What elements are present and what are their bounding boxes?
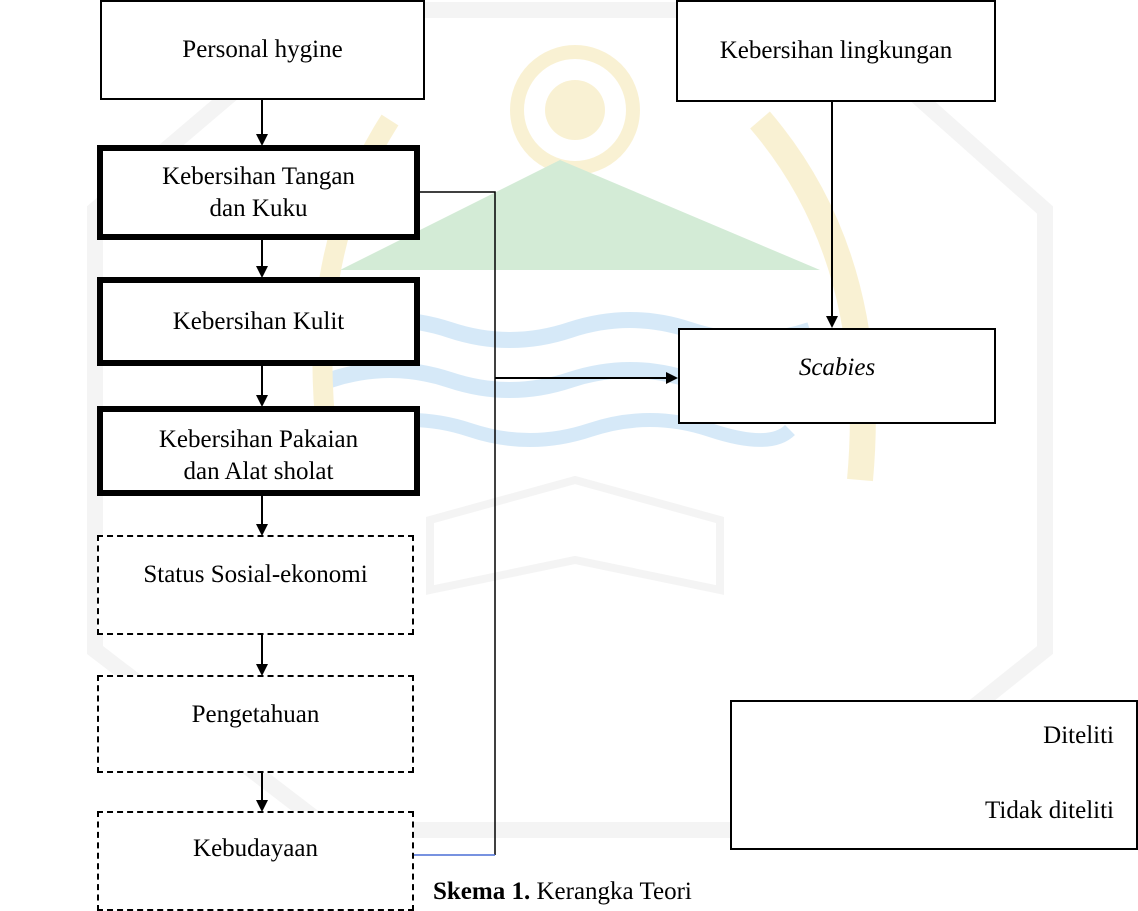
node-personal-hygiene: Personal hygine: [100, 0, 425, 100]
node-hand-nail-line2: dan Kuku: [209, 195, 308, 222]
figure-caption-title: Kerangka Teori: [530, 878, 692, 905]
legend-box: Diteliti Tidak diteliti: [730, 700, 1138, 850]
node-socioeconomic-status: Status Sosial-ekonomi: [97, 535, 414, 635]
node-culture-label: Kebudayaan: [193, 835, 318, 862]
seal-book: [426, 475, 724, 595]
node-clothing-line2: dan Alat sholat: [183, 458, 334, 485]
node-personal-hygiene-label: Personal hygine: [182, 36, 343, 63]
node-scabies-label: Scabies: [798, 354, 876, 381]
figure-caption-number: Skema 1.: [433, 878, 531, 905]
legend-solid-label: Diteliti: [1043, 722, 1114, 749]
connector-hand-bracket: [420, 191, 496, 855]
node-scabies: Scabies: [678, 328, 996, 424]
node-skin-hygiene: Kebersihan Kulit: [97, 277, 420, 366]
seal-sun: [510, 45, 640, 175]
node-socioeconomic-label: Status Sosial-ekonomi: [143, 561, 368, 588]
legend-dashed-label: Tidak diteliti: [985, 797, 1114, 824]
node-environment-hygiene: Kebersihan lingkungan: [676, 0, 996, 102]
node-hand-nail-hygiene: Kebersihan Tangan dan Kuku: [97, 145, 420, 240]
node-skin-label: Kebersihan Kulit: [172, 307, 345, 335]
node-knowledge-label: Pengetahuan: [191, 701, 320, 728]
node-clothing-line1: Kebersihan Pakaian: [158, 426, 359, 453]
seal-wave-3: [347, 413, 795, 447]
figure-caption: Skema 1. Kerangka Teori: [433, 878, 692, 906]
node-environment-label: Kebersihan lingkungan: [719, 37, 953, 64]
seal-mountain: [340, 160, 820, 270]
node-knowledge: Pengetahuan: [97, 675, 414, 773]
node-clothing-hygiene: Kebersihan Pakaian dan Alat sholat: [97, 406, 420, 496]
node-hand-nail-line1: Kebersihan Tangan: [162, 163, 355, 190]
seal-sun-core: [545, 80, 605, 140]
node-culture: Kebudayaan: [97, 811, 414, 911]
